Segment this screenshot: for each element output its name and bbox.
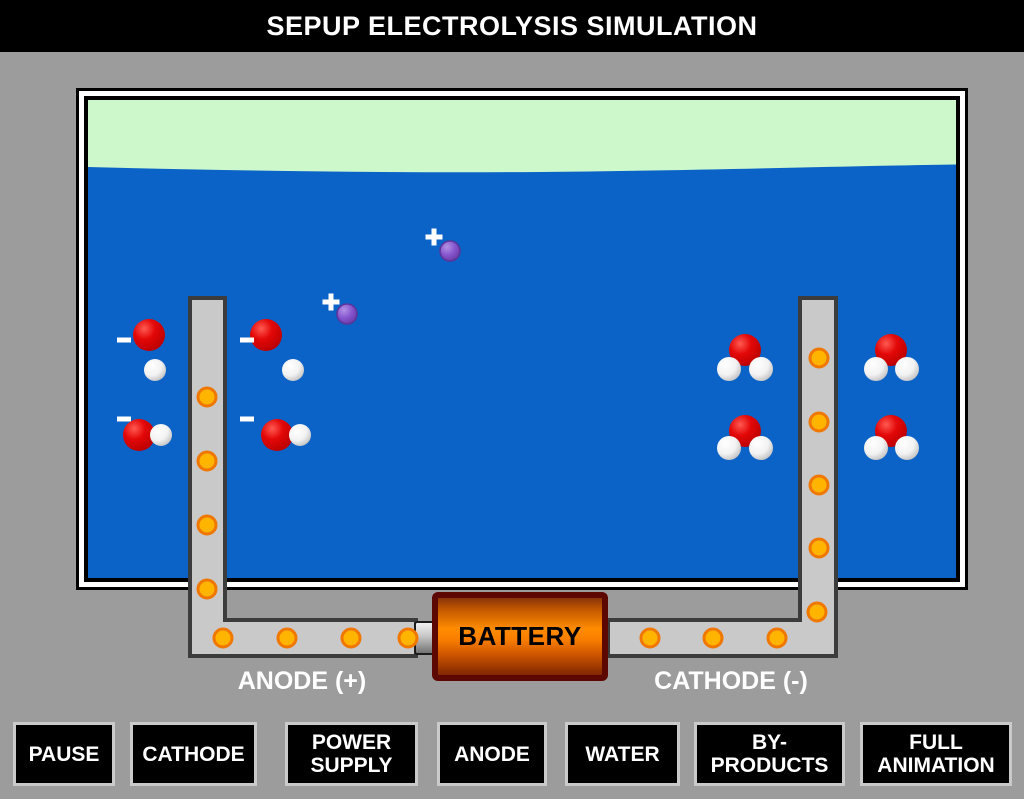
plus-charge-icon	[425, 228, 443, 246]
water-body	[88, 164, 956, 578]
hydrogen-atom	[717, 357, 741, 381]
anode-electrode	[188, 296, 418, 658]
full-animation-button[interactable]: FULL ANIMATION	[860, 722, 1012, 786]
power-supply-button[interactable]: POWER SUPPLY	[285, 722, 418, 786]
electron	[766, 627, 788, 649]
hydrogen-atom	[150, 424, 172, 446]
hydrogen-atom	[895, 357, 919, 381]
plus-charge-icon	[322, 293, 340, 311]
by-products-button[interactable]: BY- PRODUCTS	[694, 722, 845, 786]
oxygen-atom	[729, 334, 761, 366]
particles-layer	[117, 228, 919, 649]
hydrogen-atom	[864, 357, 888, 381]
electron	[806, 601, 828, 623]
pause-button[interactable]: PAUSE	[13, 722, 115, 786]
oxygen-atom	[729, 415, 761, 447]
oxygen-atom	[250, 319, 282, 351]
electron	[212, 627, 234, 649]
electron	[808, 537, 830, 559]
button-label: ANIMATION	[877, 754, 995, 777]
title-bar: SEPUP ELECTROLYSIS SIMULATION	[0, 0, 1024, 52]
battery: BATTERY	[432, 592, 608, 681]
electron	[808, 347, 830, 369]
hydrogen-atom	[717, 436, 741, 460]
button-label: POWER	[311, 731, 392, 754]
water-button[interactable]: WATER	[565, 722, 680, 786]
hydrogen-ion	[439, 240, 461, 262]
electron	[276, 627, 298, 649]
cathode-button[interactable]: CATHODE	[130, 722, 257, 786]
hydrogen-atom	[289, 424, 311, 446]
button-label: PRODUCTS	[710, 754, 829, 777]
minus-charge-icon	[240, 416, 254, 422]
electron	[196, 514, 218, 536]
hydrogen-atom	[749, 436, 773, 460]
anode-label: ANODE (+)	[237, 667, 367, 695]
minus-charge-icon	[117, 416, 131, 422]
electron	[702, 627, 724, 649]
electron	[808, 411, 830, 433]
button-label: PAUSE	[28, 742, 100, 766]
electron	[639, 627, 661, 649]
electron	[808, 474, 830, 496]
oxygen-atom	[875, 334, 907, 366]
hydrogen-ion	[336, 303, 358, 325]
minus-charge-icon	[240, 337, 254, 343]
hydrogen-atom	[895, 436, 919, 460]
button-label: WATER	[585, 742, 660, 766]
electron	[340, 627, 362, 649]
electron	[397, 627, 419, 649]
hydrogen-atom	[144, 359, 166, 381]
oxygen-atom	[133, 319, 165, 351]
battery-label: BATTERY	[458, 621, 582, 651]
oxygen-atom	[123, 419, 155, 451]
minus-charge-icon	[117, 337, 131, 343]
electron	[196, 450, 218, 472]
hydrogen-atom	[282, 359, 304, 381]
button-label: BY-	[751, 731, 787, 754]
electron	[196, 386, 218, 408]
electron	[196, 578, 218, 600]
button-label: ANODE	[454, 742, 530, 766]
oxygen-atom	[261, 419, 293, 451]
button-label: FULL	[909, 731, 963, 754]
hydrogen-atom	[864, 436, 888, 460]
hydrogen-atom	[749, 357, 773, 381]
button-label: CATHODE	[142, 742, 245, 766]
button-label: SUPPLY	[310, 754, 393, 777]
app-title: SEPUP ELECTROLYSIS SIMULATION	[266, 10, 758, 41]
anode-button[interactable]: ANODE	[437, 722, 547, 786]
cathode-label: CATHODE (-)	[654, 667, 808, 695]
